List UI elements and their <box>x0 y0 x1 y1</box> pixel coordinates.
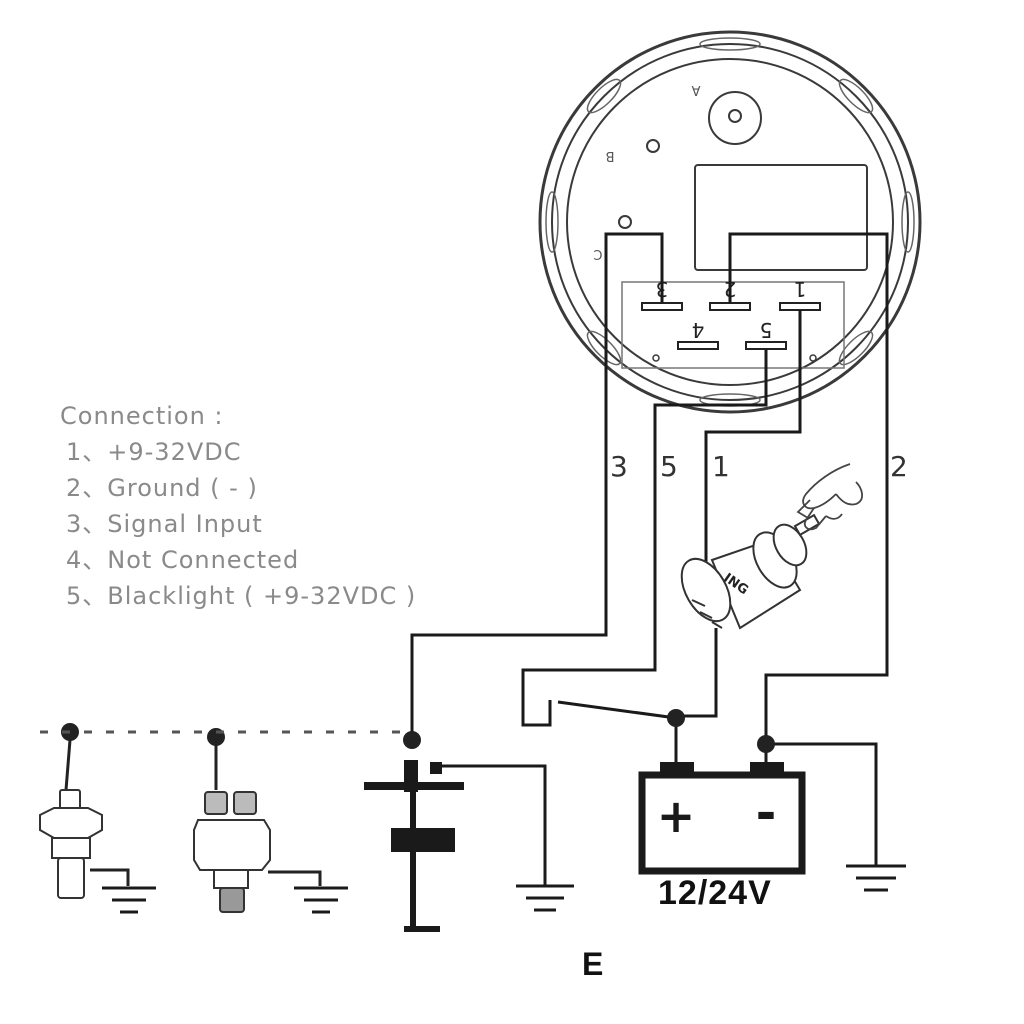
pin-label-5: 5 <box>760 318 773 342</box>
ground-symbols <box>102 864 906 914</box>
wire-label-1: 1 <box>712 450 730 483</box>
gauge <box>538 30 922 414</box>
ground-symbol-2 <box>294 886 348 914</box>
wire-5 <box>521 349 768 727</box>
level-sender <box>364 760 464 932</box>
wire-label-3: 3 <box>610 450 628 483</box>
legend-item-4: 4、Not Connected <box>66 546 300 574</box>
wire-label-2: 2 <box>890 450 908 483</box>
switch-lever <box>557 700 677 720</box>
wire-2 <box>728 232 889 742</box>
ground-symbol-4 <box>846 864 906 892</box>
gauge-letter-a: A <box>691 82 700 97</box>
pin-1-slot <box>779 302 821 311</box>
connection-legend: Connection : 1、+9-32VDC 2、Ground ( - ) 3… <box>60 398 416 614</box>
legend-item-3: 3、Signal Input <box>66 510 263 538</box>
wire-label-5: 5 <box>660 450 678 483</box>
wire-ign-to-battery <box>676 628 718 718</box>
battery-voltage-label: 12/24V <box>658 874 772 912</box>
gauge-letter-b: B <box>606 148 615 163</box>
temperature-sender <box>39 739 130 899</box>
pin-5-slot <box>745 341 787 350</box>
battery-plus: + <box>657 789 696 843</box>
battery: + - <box>638 762 806 875</box>
legend-item-2: 2、Ground ( - ) <box>66 474 258 502</box>
pressure-sender <box>193 745 322 913</box>
ground-symbol-1 <box>102 886 156 914</box>
figure-letter: E <box>582 946 604 982</box>
wire-3 <box>410 232 664 740</box>
legend-title: Connection : <box>60 402 224 430</box>
connector-pins <box>641 302 821 350</box>
junction-dots <box>61 709 775 753</box>
pin-label-4: 4 <box>692 318 705 342</box>
pin-3-slot <box>641 302 683 311</box>
gauge-letter-c: C <box>593 246 602 261</box>
legend-item-5: 5、Blacklight ( +9-32VDC ) <box>66 582 417 610</box>
ground-symbol-3 <box>516 884 574 912</box>
hand-with-key <box>796 463 863 531</box>
wire-1 <box>704 310 802 585</box>
battery-minus: - <box>756 784 777 842</box>
pin-4-slot <box>677 341 719 350</box>
pin-label-1: 1 <box>794 277 807 301</box>
pin-2-slot <box>709 302 751 311</box>
wires <box>410 232 889 886</box>
legend-item-1: 1、+9-32VDC <box>66 438 242 466</box>
ignition-switch: ING <box>680 513 821 630</box>
